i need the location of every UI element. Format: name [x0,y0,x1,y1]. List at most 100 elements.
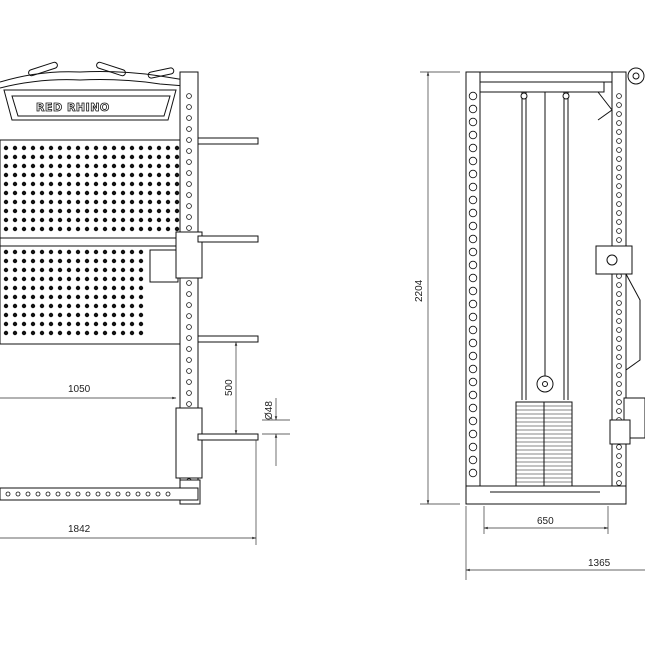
side-top-beam [465,71,617,83]
hole [39,276,45,282]
hole [39,172,45,178]
hole [48,172,54,178]
hole [138,163,144,169]
hole [84,294,90,300]
hole [93,330,99,336]
hole [35,491,41,497]
hole [468,416,478,426]
hole [39,294,45,300]
hole [57,172,63,178]
hole [39,285,45,291]
hole [125,491,131,497]
hole [66,190,72,196]
hole [93,226,99,232]
hole [93,312,99,318]
hole [120,145,126,151]
hole [102,208,108,214]
hole [468,169,478,179]
hole [111,190,117,196]
hole [12,208,18,214]
hole [45,491,51,497]
hole [111,154,117,160]
hole [3,303,9,309]
hole [616,201,622,207]
hole [48,258,54,264]
hole [129,285,135,291]
hole [84,303,90,309]
hole [616,192,622,198]
hole [75,330,81,336]
hole [75,208,81,214]
hole [75,217,81,223]
hole [174,208,180,214]
hole [129,226,135,232]
hole [39,303,45,309]
hole [84,217,90,223]
hole [21,267,27,273]
hole [120,330,126,336]
hole [156,199,162,205]
hole [186,324,192,330]
hole [48,321,54,327]
hole [111,181,117,187]
hole [93,154,99,160]
hole [129,321,135,327]
hole [111,163,117,169]
hole [165,145,171,151]
dim-peg-diameter: Ø48 [264,401,275,420]
hole [21,217,27,223]
hole [616,390,622,396]
hole [111,249,117,255]
hole [66,145,72,151]
hole [616,300,622,306]
hole [3,285,9,291]
hole [616,228,622,234]
hole [616,363,622,369]
hole [3,321,9,327]
hole [48,163,54,169]
hole [129,208,135,214]
hole [93,199,99,205]
hole [30,154,36,160]
hole [12,267,18,273]
hole [48,294,54,300]
hole [84,285,90,291]
hole [156,217,162,223]
hole [84,276,90,282]
hole [147,190,153,196]
hole [48,285,54,291]
hole [147,154,153,160]
hole [39,154,45,160]
hole [84,190,90,196]
hole [111,276,117,282]
hole [75,190,81,196]
storage-peg-1 [197,137,259,145]
hole [129,294,135,300]
hole [111,267,117,273]
hole [84,330,90,336]
hole [138,321,144,327]
hole [111,285,117,291]
hole [165,163,171,169]
hole [129,267,135,273]
hole [21,312,27,318]
hole [186,390,192,396]
hole [129,199,135,205]
hole [468,468,478,478]
hole [186,379,192,385]
hole [111,303,117,309]
hole [75,491,81,497]
hole [468,403,478,413]
hole [75,145,81,151]
hole [21,145,27,151]
hole [138,145,144,151]
hole [186,302,192,308]
hole [102,249,108,255]
hole [66,321,72,327]
hole [616,327,622,333]
hole [30,276,36,282]
hole [21,163,27,169]
hole [84,208,90,214]
hole [30,181,36,187]
